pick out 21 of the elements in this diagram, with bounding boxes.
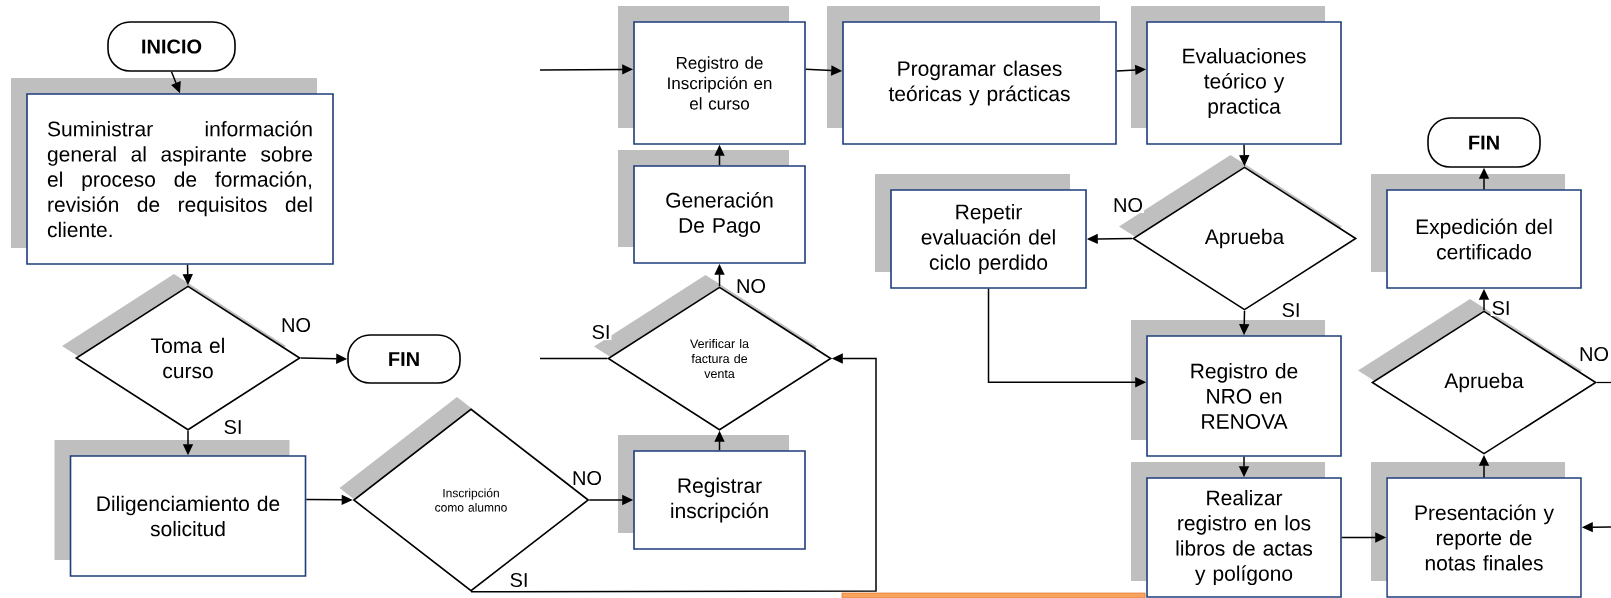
edge-label: SI (1490, 299, 1512, 317)
process-box: Generación De Pago (618, 150, 806, 264)
edge-label: NO (735, 277, 767, 295)
process-box: Programar clases teóricas y prácticas (827, 6, 1117, 145)
process-box: Expedición del certificado (1371, 174, 1582, 289)
process-box: Registro de NRO en RENOVA (1131, 320, 1342, 457)
process-box: Registro de Inscripción en el curso (618, 6, 806, 145)
process-box: Realizar registro en los libros de actas y polígono (1131, 462, 1342, 598)
process-box: Diligenciamiento de solicitud (54, 440, 307, 577)
process-box: Evaluaciones teórico y practica (1131, 6, 1342, 145)
edge-label: SI (508, 571, 530, 589)
process-box: Presentación y reporte de notas finales (1371, 462, 1582, 598)
process-box: Repetir evaluación del ciclo perdido (875, 174, 1087, 289)
edge-label: SI (590, 323, 612, 341)
arrow (470, 353, 877, 593)
process-box: Suministrar información general al aspirante sobre el proceso de formación, revisión de requisitos del cliente. (11, 78, 334, 265)
connector-line (1596, 381, 1611, 384)
partial-box (841, 592, 1146, 598)
edge-label: NO (1112, 196, 1144, 214)
process-box: Registrar inscripción (618, 435, 806, 550)
connector-line (539, 357, 608, 360)
